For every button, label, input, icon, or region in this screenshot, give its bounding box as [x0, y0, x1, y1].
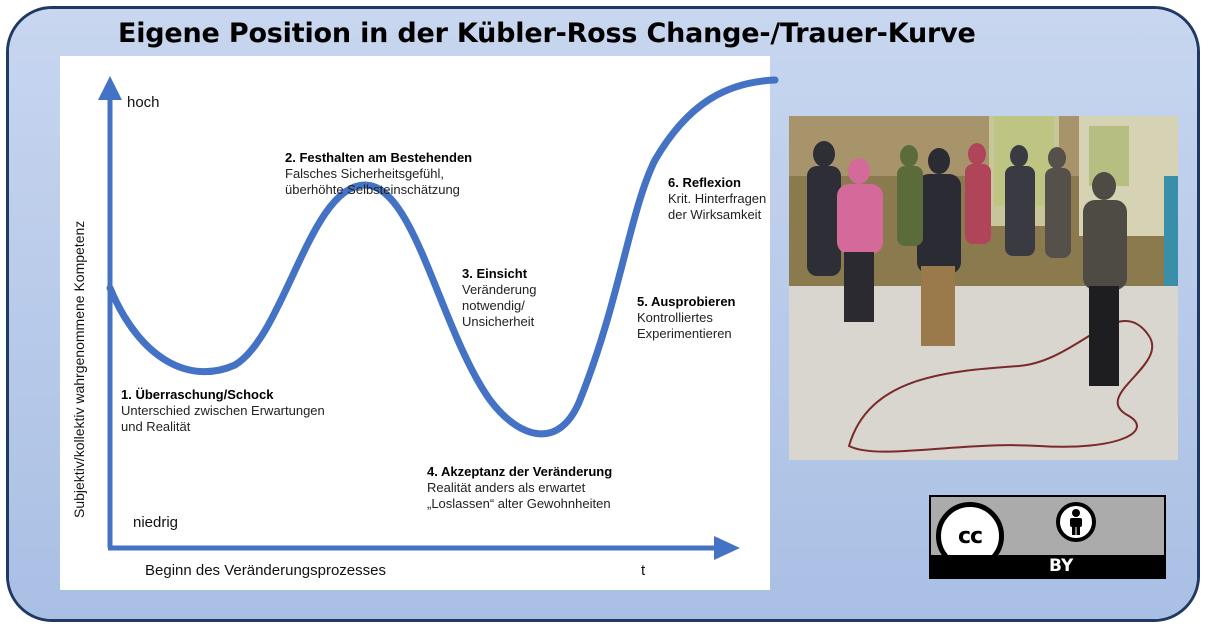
stage-6-label: 6. Reflexion Krit. Hinterfragen der Wirk… [668, 175, 766, 223]
y-low-label: niedrig [133, 514, 179, 531]
stage-2-label: 2. Festhalten am Bestehenden Falsches Si… [285, 150, 472, 198]
stage-3-text-1: Veränderung [462, 282, 537, 297]
stage-3-label: 3. Einsicht Veränderung notwendig/ Unsic… [462, 266, 536, 330]
photo-drawing [789, 116, 1178, 460]
attribution-person-icon [1056, 502, 1096, 542]
workshop-photo [789, 116, 1178, 460]
stage-6-title: 6. Reflexion [668, 175, 741, 190]
stage-2-text-2: überhöhte Selbsteinschätzung [285, 182, 460, 197]
y-axis-arrow-icon [98, 76, 122, 100]
stage-4-title: 4. Akzeptanz der Veränderung [427, 464, 613, 479]
person-glyph [1070, 509, 1082, 535]
stage-4-label: 4. Akzeptanz der Veränderung Realität an… [427, 464, 612, 512]
curve-panel [60, 56, 770, 590]
y-axis-label: Subjektiv/kollektiv wahrgenommene Kompet… [71, 220, 87, 518]
stage-2-title: 2. Festhalten am Bestehenden [285, 150, 473, 165]
stage-6-text-2: der Wirksamkeit [668, 207, 762, 222]
by-label: BY [1049, 556, 1074, 576]
stage-1-text-2: und Realität [121, 419, 191, 434]
slide-title: Eigene Position in der Kübler-Ross Chang… [118, 18, 976, 49]
cc-by-license-badge: cc BY [929, 495, 1166, 579]
change-curve [106, 76, 779, 438]
stage-3-title: 3. Einsicht [462, 266, 528, 281]
stage-1-label: 1. Überraschung/Schock Unterschied zwisc… [121, 387, 325, 435]
stage-2-text-1: Falsches Sicherheitsgefühl, [285, 166, 444, 181]
stage-4-text-2: „Loslassen“ alter Gewohnheiten [427, 496, 611, 511]
by-bar [931, 555, 1164, 577]
stage-1-title: 1. Überraschung/Schock [121, 387, 274, 402]
stage-5-text-1: Kontrolliertes [637, 310, 713, 325]
stage-1-text-1: Unterschied zwischen Erwartungen [121, 403, 325, 418]
stage-3-text-3: Unsicherheit [462, 314, 535, 329]
stage-6-text-1: Krit. Hinterfragen [668, 191, 767, 206]
stage-3-text-2: notwendig/ [462, 298, 525, 313]
y-high-label: hoch [127, 94, 160, 111]
x-axis-label: Beginn des Veränderungsprozesses [145, 562, 386, 579]
stage-4-text-1: Realität anders als erwartet [427, 480, 586, 495]
stage-5-label: 5. Ausprobieren Kontrolliertes Experimen… [637, 294, 735, 342]
x-axis-arrow-icon [714, 536, 740, 560]
stage-5-title: 5. Ausprobieren [637, 294, 736, 309]
stage-5-text-2: Experimentieren [637, 326, 732, 341]
x-end-label: t [641, 562, 646, 579]
